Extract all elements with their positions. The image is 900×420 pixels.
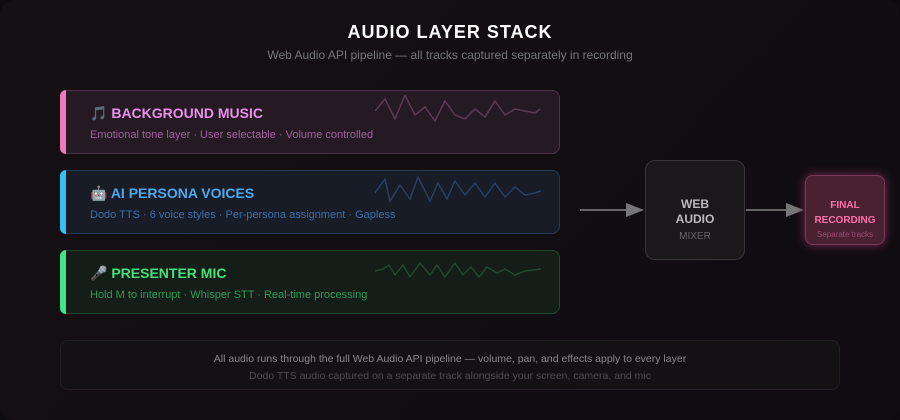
note-line: Dodo TTS audio captured on a separate tr… (249, 370, 651, 382)
layer-name: 🎤 PRESENTER MIC (90, 265, 226, 282)
final-sublabel: Separate tracks (816, 230, 874, 239)
mixer-sublabel: MIXER (679, 231, 711, 242)
music-icon: 🎵 (90, 105, 108, 121)
layer-title: BACKGROUND MUSIC (111, 105, 263, 121)
layer-name: 🤖 AI PERSONA VOICES (90, 185, 254, 202)
final-label: RECORDING (814, 215, 876, 226)
layer-desc: Dodo TTS · 6 voice styles · Per-persona … (90, 209, 396, 221)
layer-title: PRESENTER MIC (111, 265, 227, 281)
layer-desc: Emotional tone layer · User selectable ·… (90, 129, 374, 141)
waveform-icon (375, 175, 542, 203)
layer-presenter-mic: 🎤 PRESENTER MIC Hold M to interrupt · Wh… (60, 250, 560, 314)
waveform-icon (375, 261, 542, 279)
layer-ai-persona-voices: 🤖 AI PERSONA VOICES Dodo TTS · 6 voice s… (60, 170, 560, 234)
arrow-to-final (746, 203, 804, 217)
final-recording-node: FINAL RECORDING Separate tracks (805, 175, 885, 245)
mixer-label: AUDIO (675, 212, 715, 226)
waveform-icon (375, 95, 541, 123)
final-label: FINAL (830, 200, 860, 211)
layer-background-music: 🎵 BACKGROUND MUSIC Emotional tone layer … (60, 90, 560, 154)
accent-bar (60, 250, 66, 314)
layer-title: AI PERSONA VOICES (110, 185, 255, 201)
page-subtitle: Web Audio API pipeline — all tracks capt… (267, 48, 633, 62)
layer-desc: Hold M to interrupt · Whisper STT · Real… (90, 289, 368, 301)
accent-bar (60, 170, 66, 234)
info-note: All audio runs through the full Web Audi… (60, 340, 840, 390)
mixer-label: WEB (681, 197, 709, 211)
microphone-icon: 🎤 (90, 265, 108, 281)
accent-bar (60, 90, 66, 154)
page-title: AUDIO LAYER STACK (347, 22, 553, 42)
layer-name: 🎵 BACKGROUND MUSIC (90, 105, 263, 122)
arrow-to-mixer (580, 203, 644, 217)
note-line: All audio runs through the full Web Audi… (213, 353, 687, 365)
robot-icon: 🤖 (90, 185, 108, 201)
